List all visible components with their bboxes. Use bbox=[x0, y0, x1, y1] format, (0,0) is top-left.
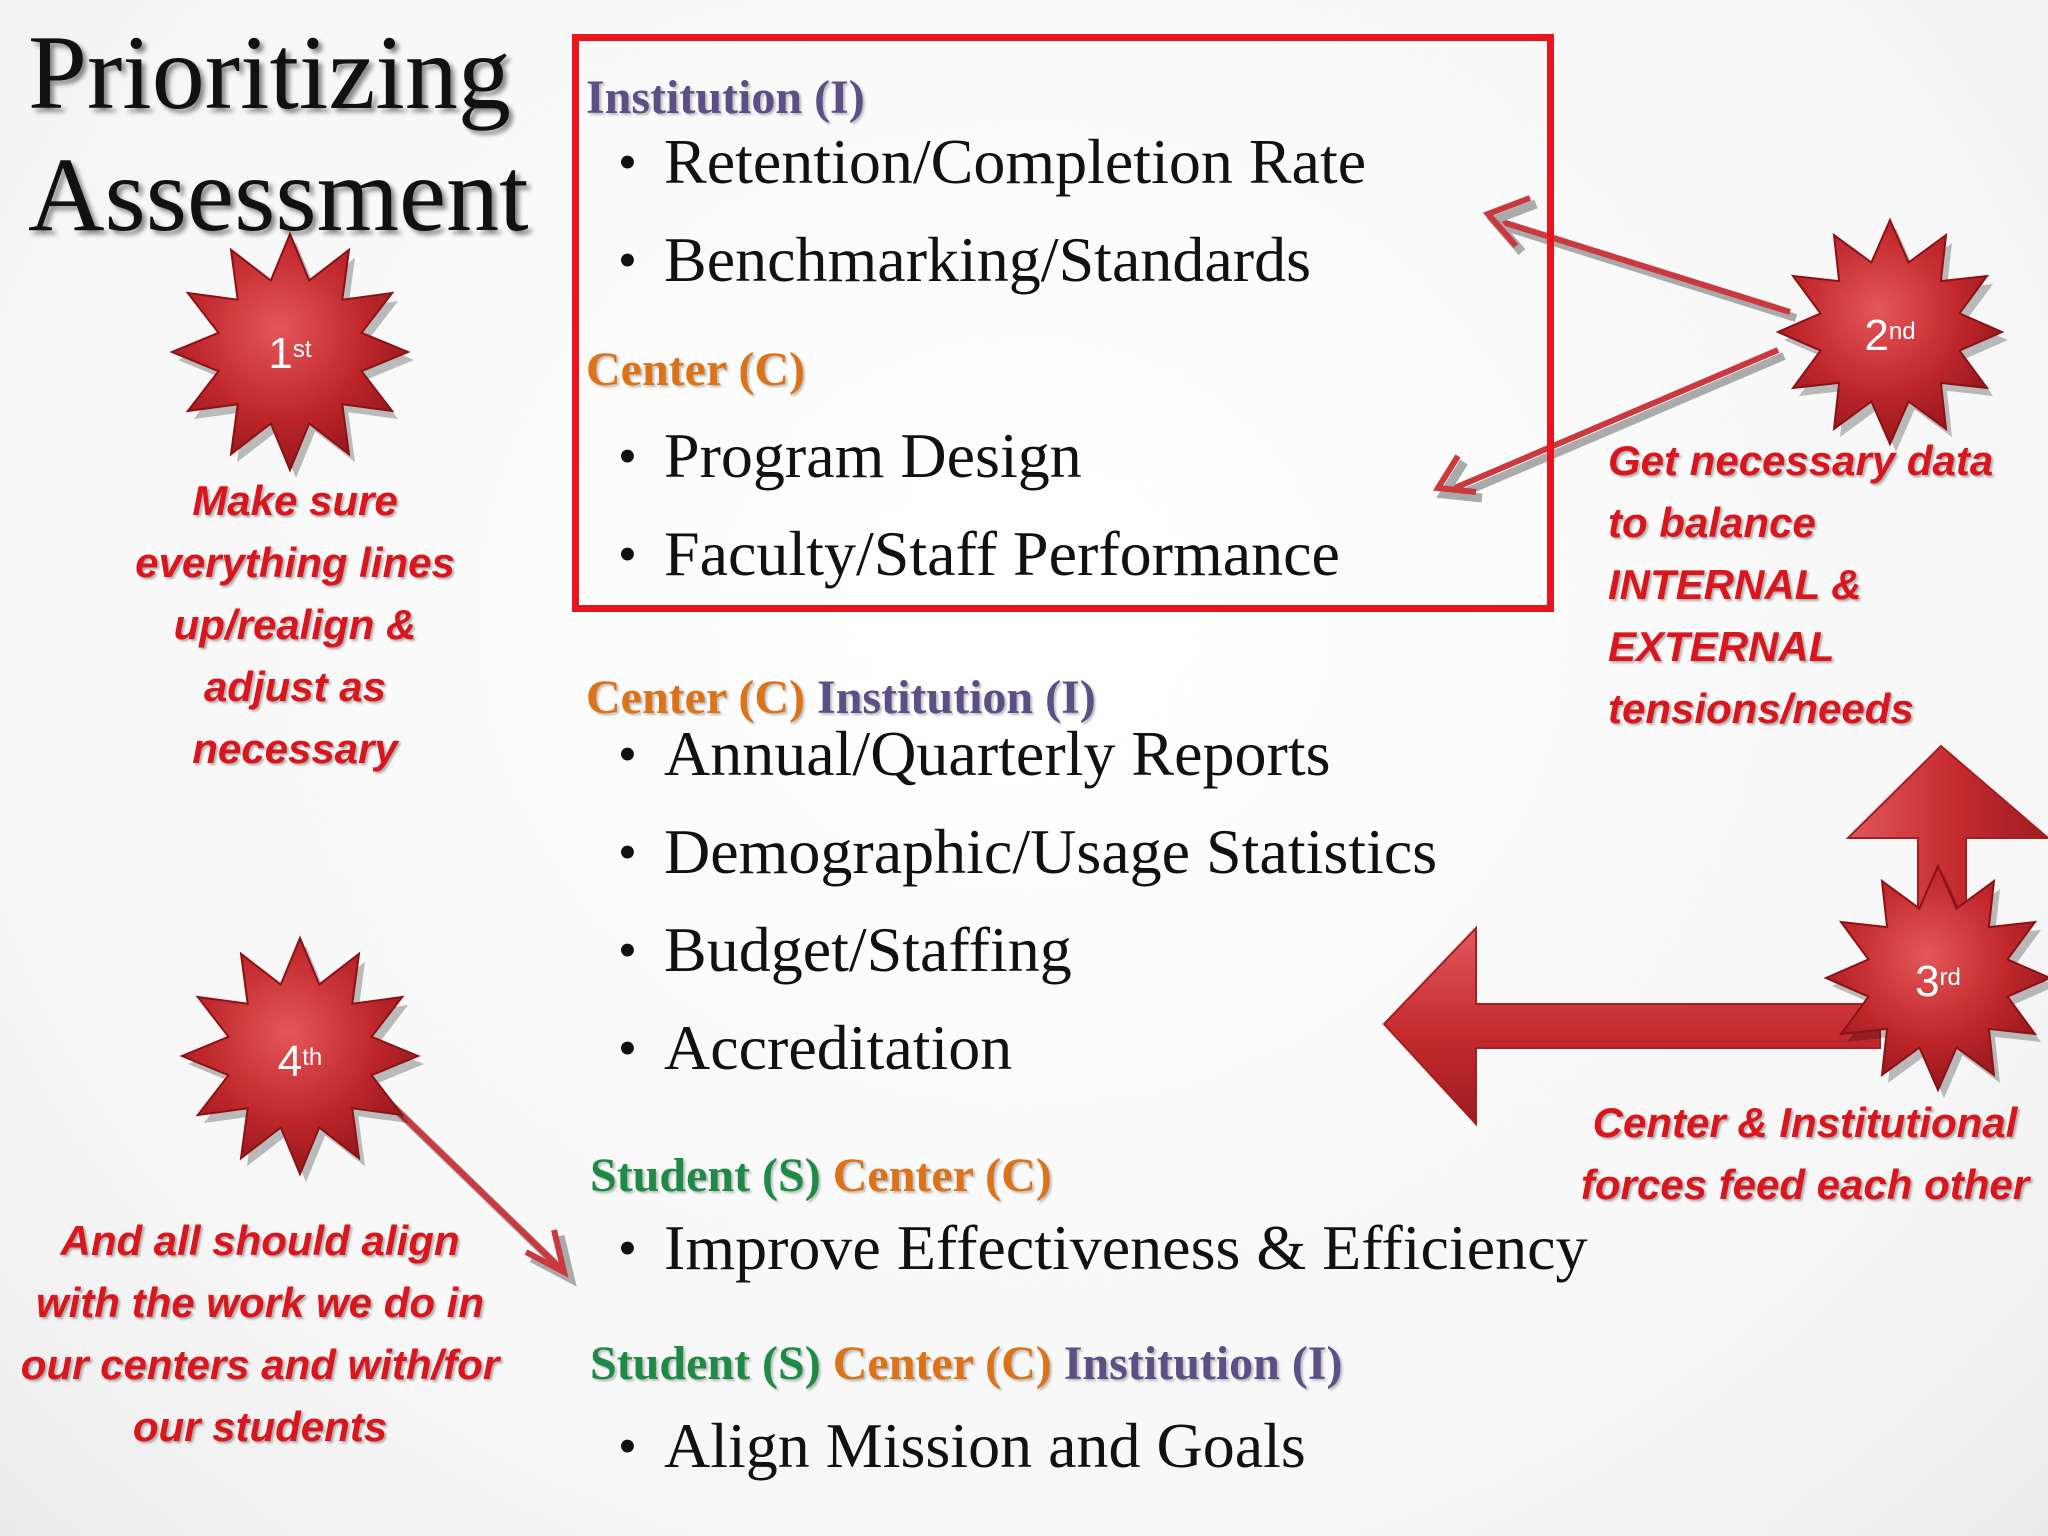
star-2nd bbox=[1775, 217, 2008, 452]
star-shape bbox=[169, 231, 411, 473]
section-student-center-heading: Student (S) Center (C) bbox=[590, 1148, 1052, 1204]
star-shape bbox=[1775, 217, 2005, 447]
section-center-list: Program Design Faculty/Staff Performance bbox=[604, 418, 1340, 592]
note-first: Make sure everything lines up/realign & … bbox=[135, 477, 455, 772]
section-center-institution-list: Annual/Quarterly Reports Demographic/Usa… bbox=[604, 716, 1437, 1086]
list-item: Retention/Completion Rate bbox=[604, 124, 1366, 200]
list-item: Benchmarking/Standards bbox=[604, 222, 1366, 298]
label-institution: Institution (I) bbox=[1063, 1337, 1343, 1390]
list-item: Faculty/Staff Performance bbox=[604, 516, 1340, 592]
star-shape bbox=[179, 935, 421, 1177]
star-suffix: th bbox=[302, 1044, 323, 1071]
star-suffix: rd bbox=[1939, 964, 1961, 991]
section-institution-list: Retention/Completion Rate Benchmarking/S… bbox=[604, 124, 1366, 298]
label-student: Student (S) bbox=[590, 1149, 821, 1202]
note-fourth: And all should align with the work we do… bbox=[20, 1217, 500, 1450]
star-suffix: nd bbox=[1888, 318, 1916, 345]
institution-center-box bbox=[572, 34, 1554, 612]
title-line-1: Prioritizing bbox=[28, 14, 511, 131]
star-number: 2 bbox=[1864, 311, 1889, 360]
star-number: 3 bbox=[1915, 957, 1940, 1006]
list-item: Accreditation bbox=[604, 1010, 1437, 1086]
list-item: Align Mission and Goals bbox=[604, 1408, 1306, 1484]
section-center-heading: Center (C) bbox=[586, 342, 805, 398]
arrow-4th-to-student bbox=[373, 1087, 577, 1287]
star-3rd bbox=[1823, 863, 2048, 1098]
section-student-center-institution-list: Align Mission and Goals bbox=[604, 1408, 1306, 1484]
star-4th-label: 4th bbox=[230, 1040, 370, 1084]
list-item: Demographic/Usage Statistics bbox=[604, 814, 1437, 890]
section-institution-heading: Institution (I) bbox=[586, 70, 865, 126]
label-center: Center (C) bbox=[586, 343, 806, 396]
note-second: Get necessary data to balance INTERNAL &… bbox=[1608, 437, 1994, 732]
arrow-2nd-to-center bbox=[1432, 347, 1786, 503]
list-item: Annual/Quarterly Reports bbox=[604, 716, 1437, 792]
note-third: Center & Institutional forces feed each … bbox=[1580, 1099, 2030, 1208]
label-student: Student (S) bbox=[590, 1337, 821, 1390]
label-center: Center (C) bbox=[832, 1337, 1052, 1390]
star-4th bbox=[179, 935, 424, 1182]
label-institution: Institution (I) bbox=[586, 71, 865, 124]
star-3rd-label: 3rd bbox=[1868, 960, 2008, 1004]
title-line-2: Assessment bbox=[28, 136, 529, 253]
list-item: Improve Effectiveness & Efficiency bbox=[604, 1210, 1588, 1286]
star-2nd-label: 2nd bbox=[1820, 314, 1960, 358]
star-number: 1 bbox=[268, 329, 293, 378]
section-student-center-institution-heading: Student (S) Center (C) Institution (I) bbox=[590, 1336, 1342, 1392]
star-1st bbox=[169, 231, 414, 478]
list-item: Budget/Staffing bbox=[604, 912, 1437, 988]
star-1st-label: 1st bbox=[220, 332, 360, 376]
slide-title: Prioritizing Assessment bbox=[28, 12, 588, 256]
star-suffix: st bbox=[292, 336, 312, 363]
star-number: 4 bbox=[277, 1037, 303, 1086]
list-item: Program Design bbox=[604, 418, 1340, 494]
label-center: Center (C) bbox=[832, 1149, 1052, 1202]
section-student-center-list: Improve Effectiveness & Efficiency bbox=[604, 1210, 1588, 1286]
star-shape bbox=[1823, 863, 2048, 1093]
